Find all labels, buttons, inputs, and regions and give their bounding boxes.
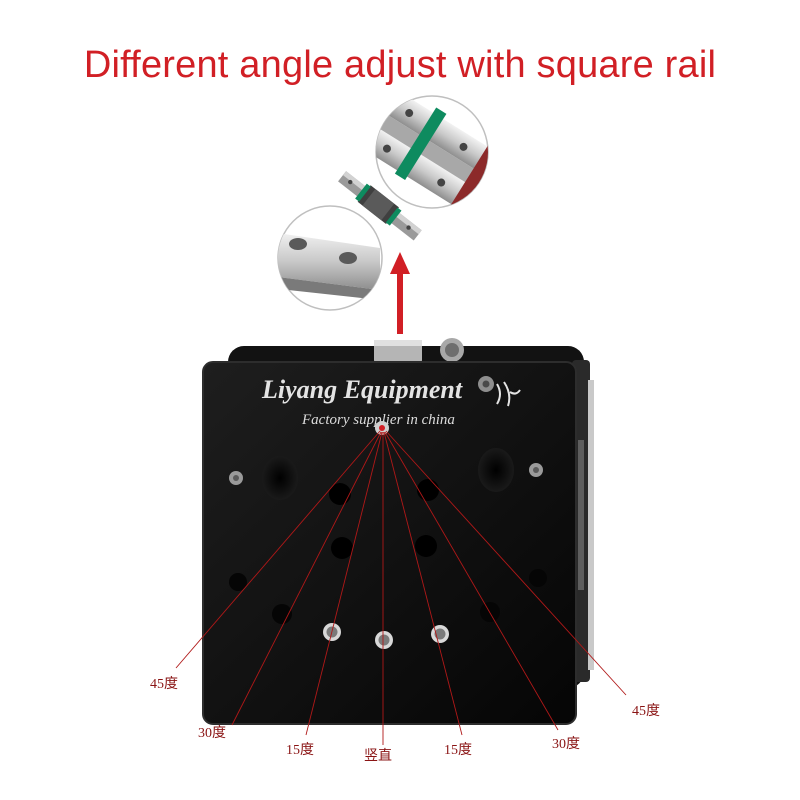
brand-text: Liyang Equipment <box>261 375 463 404</box>
angle-label-right-15: 15度 <box>444 742 472 758</box>
angle-lines <box>175 430 627 745</box>
laser-origin <box>375 421 389 435</box>
angle-label-right-45: 45度 <box>632 703 660 719</box>
plate-screws <box>229 376 543 485</box>
angle-label-right-30: 30度 <box>552 736 580 752</box>
front-plate <box>202 361 577 725</box>
angle-label-left-15: 15度 <box>286 742 314 758</box>
rail-with-carriage <box>338 171 422 241</box>
logo-icon <box>496 381 521 407</box>
plate-holes <box>229 448 547 649</box>
rail-closeup-right <box>375 95 489 209</box>
tagline-text: Factory supplier in china <box>301 412 455 428</box>
angle-label-vertical: 竖直 <box>364 747 392 764</box>
up-arrow-icon <box>390 252 410 334</box>
top-rail-block <box>374 338 464 362</box>
rail-closeup-left <box>277 205 383 311</box>
headline: Different angle adjust with square rail <box>83 44 717 86</box>
angle-label-left-45: 45度 <box>150 676 178 692</box>
angle-label-left-30: 30度 <box>198 725 226 741</box>
